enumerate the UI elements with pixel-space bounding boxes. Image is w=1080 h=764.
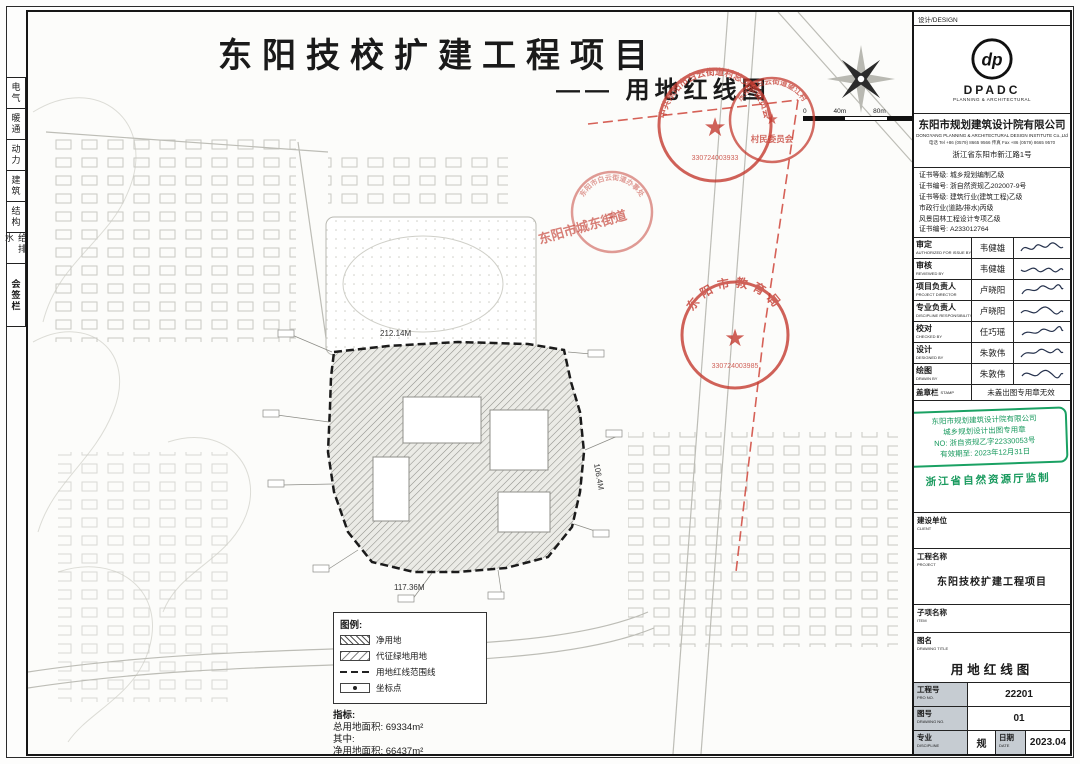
cert-line: 风景园林工程设计专项乙级 [919, 215, 1001, 223]
company-name: 东阳市规划建筑设计院有限公司 [918, 119, 1066, 131]
legend-item: 坐标点 [340, 682, 480, 694]
cert-line: 证书编号: 浙自然资规乙202007-9号 [919, 182, 1027, 190]
stamp-area: 东阳市规划建筑设计院有限公司 城乡规划设计出图专用章 NO: 浙自资规乙字223… [914, 401, 1070, 513]
signature-strip: 电气 暖通 动力 建筑 结构 给排水 会签栏 [4, 77, 27, 327]
discipline-cell: 动力 [6, 139, 26, 171]
legend-item: 代征绿地用地 [340, 650, 480, 662]
cert-line: 证书等级: 城乡规划编制乙级 [919, 172, 1005, 179]
north-compass-icon [827, 45, 895, 113]
legend: 图例: 净用地 代征绿地用地 用地红线范围线 坐标点 [333, 612, 487, 704]
date-value: 2023.04 [1029, 737, 1067, 748]
legend-title: 图例: [340, 620, 363, 631]
map-urban-blocks [46, 132, 898, 702]
discipline-cell: 电气 [6, 77, 26, 109]
cert-line: 证书等级: 建筑行业(建筑工程)乙级 [919, 193, 1023, 201]
signature-scribble [1014, 322, 1070, 342]
signature-scribble [1014, 259, 1070, 279]
logo-acronym: DPADC [963, 83, 1021, 97]
indicators-title: 指标: [333, 710, 356, 721]
hatch-dense-swatch [340, 635, 370, 645]
legend-item: 净用地 [340, 634, 480, 646]
green-approval-stamp: 东阳市规划建筑设计院有限公司 城乡规划设计出图专用章 NO: 浙自资规乙字223… [914, 406, 1070, 489]
certificates-block: 证书等级: 城乡规划编制乙级 证书编号: 浙自然资规乙202007-9号 证书等… [914, 168, 1070, 238]
signature-scribble [1014, 301, 1070, 321]
green-stamp-box: 东阳市规划建筑设计院有限公司 城乡规划设计出图专用章 NO: 浙自资规乙字223… [914, 406, 1069, 468]
title-block: 设计/DESIGN dp DPADC PLANNING & ARCHITECTU… [912, 12, 1070, 754]
scale-tick: 80m [873, 108, 886, 115]
scale-bar-segments [803, 116, 912, 121]
signature-scribble [1014, 364, 1070, 384]
indicator-line: 其中: [333, 733, 355, 745]
cert-line: 市政行业(道路/排水)丙级 [919, 204, 994, 212]
sheet-title: 东阳技校扩建工程项目 [218, 37, 658, 75]
playground [325, 216, 537, 356]
company-block: 东阳市规划建筑设计院有限公司 DONGYANG PLANNING & ARCHI… [914, 114, 1070, 168]
svg-text:dp: dp [981, 50, 1002, 70]
stamp-note: 未盖出图专用章无效 [987, 388, 1055, 397]
discipline-value: 规 [968, 731, 996, 754]
drawing-title: 用地红线图 [950, 663, 1034, 677]
legend-item: 用地红线范围线 [340, 666, 480, 678]
indicator-line: 总用地面积: 69334m² [333, 721, 424, 733]
discipline-cell: 给排水 [4, 232, 27, 264]
inner-border [26, 10, 1072, 756]
drawing-area: 212.14M 117.36M 106.4M 中共东阳市白云街道村总支部委员会 … [28, 12, 912, 754]
site-indicators: 指标: 总用地面积: 69334m² 其中: 净用地面积: 66437m² 代征… [333, 710, 447, 754]
signature-scribble [1014, 238, 1070, 258]
discipline-cell: 暖通 [6, 108, 26, 140]
svg-text:212.14M: 212.14M [380, 329, 411, 338]
svg-text:117.36M: 117.36M [394, 583, 425, 592]
site-plot-polygon [326, 340, 586, 574]
dpadc-logo-icon: dp [971, 38, 1013, 80]
company-logo: dp DPADC PLANNING & ARCHITECTURAL [914, 26, 1070, 114]
drawing-number: 01 [1013, 713, 1025, 724]
design-header: 设计/DESIGN [914, 12, 1070, 26]
signature-scribble [1014, 280, 1070, 300]
project-name: 东阳技校扩建工程项目 [937, 577, 1047, 588]
coordinate-callouts [262, 329, 623, 603]
scale-tick: 40m [833, 108, 847, 115]
sheet-subtitle: —— 用地红线图 [556, 77, 771, 104]
scale-tick: 0 [803, 108, 807, 115]
hatch-light-swatch [340, 651, 370, 661]
discipline-cell: 建筑 [6, 170, 26, 202]
discipline-cell: 结构 [6, 201, 26, 233]
company-address: 浙江省东阳市新江路1号 [952, 150, 1032, 159]
sign-column-label: 会签栏 [6, 263, 26, 327]
plot-buildings [372, 396, 551, 533]
green-stamp-footer: 浙江省自然资源厅监制 [925, 471, 1051, 488]
project-number: 22201 [1005, 689, 1033, 700]
cert-line: 证书编号: A233012764 [919, 226, 989, 234]
logo-tagline: PLANNING & ARCHITECTURAL [952, 97, 1031, 102]
indicator-line: 净用地面积: 66437m² [333, 745, 424, 754]
signature-scribble [1014, 343, 1070, 363]
scale-bar: 0 40m 80m 120m [803, 108, 912, 121]
company-name-en: DONGYANG PLANNING & ARCHITECTURAL DESIGN… [916, 133, 1068, 138]
red-line-swatch [340, 667, 370, 677]
outer-border [6, 6, 1074, 758]
coordinate-point-swatch [340, 683, 370, 693]
company-phone: 电话 Tel +86 (0579) 8665 9566 传真 Fax +86 (… [928, 140, 1056, 145]
